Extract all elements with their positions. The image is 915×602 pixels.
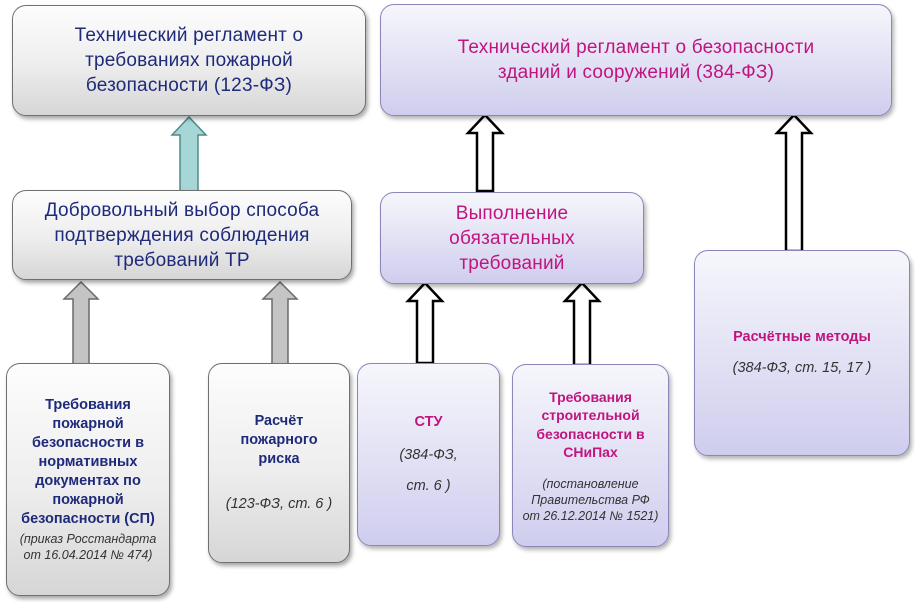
box-calc-methods: Расчётные методы (384-ФЗ, ст. 15, 17 ) — [694, 250, 910, 456]
box-calc-methods-title: Расчётные методы — [733, 329, 871, 345]
box-calc-methods-ref: (384-ФЗ, ст. 15, 17 ) — [732, 360, 872, 376]
box-snip-title: Требования строительной безопасности в С… — [536, 388, 645, 461]
box-fire-risk-title: Расчёт пожарного риска — [240, 413, 318, 467]
box-snip: Требования строительной безопасности в С… — [512, 364, 669, 547]
arrow-stu-to-mandatory — [405, 281, 445, 365]
box-mandatory-requirements: Выполнение обязательных требований — [380, 192, 644, 284]
box-fire-risk: Расчёт пожарного риска (123-ФЗ, ст. 6 ) — [208, 363, 350, 563]
arrow-to-123fz — [170, 115, 208, 192]
box-mandatory-requirements-title: Выполнение обязательных требований — [449, 202, 575, 274]
box-sp-requirements: Требования пожарной безопасности в норма… — [6, 363, 170, 596]
box-stu-ref-line2: ст. 6 ) — [406, 478, 451, 494]
box-stu: СТУ (384-ФЗ, ст. 6 ) — [357, 363, 500, 546]
arrow-calc-to-384fz — [774, 113, 814, 253]
arrow-mandatory-to-384fz — [465, 113, 505, 193]
arrow-risk-to-choice — [261, 280, 299, 365]
box-fire-safety-regulation: Технический регламент о требованиях пожа… — [12, 5, 366, 116]
box-building-safety-regulation-title: Технический регламент о безопасности зда… — [457, 37, 815, 83]
box-voluntary-choice-title: Добровольный выбор способа подтверждения… — [44, 199, 320, 271]
box-building-safety-regulation: Технический регламент о безопасности зда… — [380, 4, 892, 116]
arrow-sp-to-choice — [62, 280, 100, 365]
box-stu-title: СТУ — [414, 414, 443, 430]
box-fire-risk-ref: (123-ФЗ, ст. 6 ) — [225, 496, 333, 512]
arrow-snip-to-mandatory — [562, 281, 602, 367]
box-sp-requirements-ref: (приказ Росстандарта от 16.04.2014 № 474… — [19, 532, 157, 562]
box-snip-ref: (постановление Правительства РФ от 26.12… — [522, 476, 659, 523]
box-fire-safety-regulation-title: Технический регламент о требованиях пожа… — [74, 25, 304, 96]
box-voluntary-choice: Добровольный выбор способа подтверждения… — [12, 190, 352, 280]
box-stu-ref-line1: (384-ФЗ, — [399, 447, 458, 463]
box-sp-requirements-title: Требования пожарной безопасности в норма… — [21, 397, 155, 527]
